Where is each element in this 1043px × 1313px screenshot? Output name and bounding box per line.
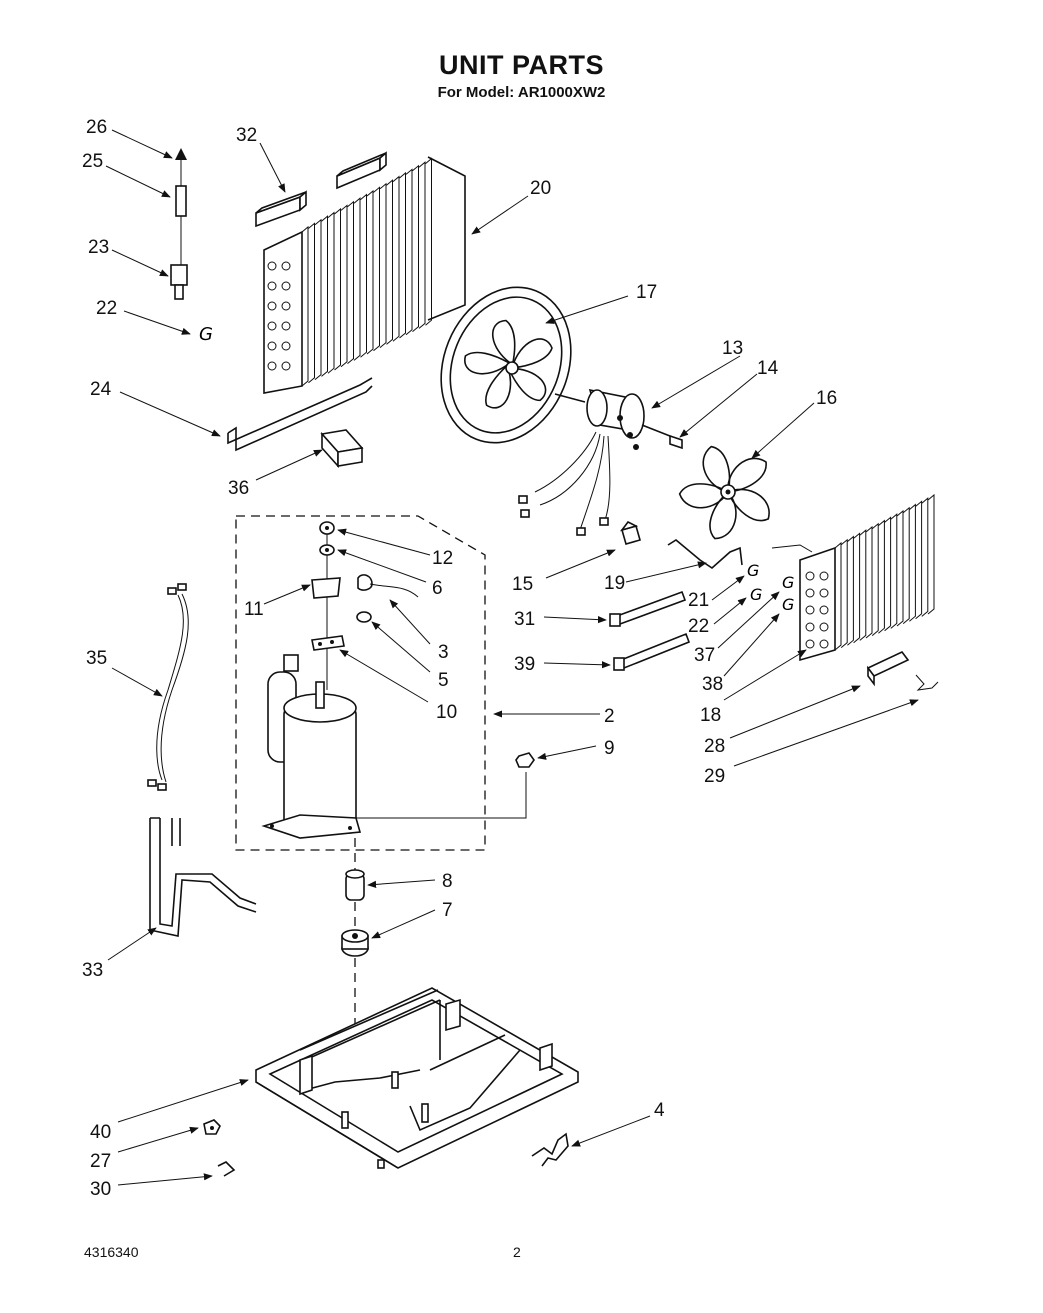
compressor-small-parts [311, 521, 419, 690]
mounting-clip-15 [619, 520, 641, 545]
label-27: 27 [90, 1151, 111, 1172]
document-number: 4316340 [84, 1244, 139, 1260]
label-22-top: 22 [96, 298, 117, 319]
label-28: 28 [704, 736, 725, 757]
label-13: 13 [722, 338, 743, 359]
drain-tube [227, 377, 373, 452]
page-number: 2 [513, 1244, 521, 1260]
label-39: 39 [514, 654, 535, 675]
label-33: 33 [82, 960, 103, 981]
label-7: 7 [442, 900, 453, 921]
label-20: 20 [530, 178, 551, 199]
label-30: 30 [90, 1179, 111, 1200]
clip-37: G [782, 573, 794, 592]
clip-21: G [747, 561, 759, 580]
label-6: 6 [432, 578, 443, 599]
cable-tie-31 [609, 590, 687, 627]
evaporator-coil [263, 156, 466, 394]
label-17: 17 [636, 282, 657, 303]
label-8: 8 [442, 871, 453, 892]
label-3: 3 [438, 642, 449, 663]
label-26: 26 [86, 117, 107, 138]
compressor-assembly-outline [235, 515, 486, 851]
clip-22-small: G [750, 585, 762, 604]
label-18: 18 [700, 705, 721, 726]
clip-22: G [199, 324, 213, 345]
spring-29 [915, 674, 939, 691]
label-14: 14 [757, 358, 779, 379]
cable-tie-39 [613, 632, 691, 671]
page-title: UNIT PARTS [439, 50, 604, 80]
compressor [261, 654, 527, 839]
label-5: 5 [438, 670, 449, 691]
leader-arrows [105, 129, 919, 1186]
condenser-coil [771, 493, 935, 662]
clip-30 [217, 1161, 236, 1177]
bracket-4 [531, 1132, 569, 1167]
screw-27 [203, 1119, 221, 1135]
label-11: 11 [244, 599, 264, 620]
label-40: 40 [90, 1122, 111, 1143]
tube-19 [667, 539, 743, 570]
label-24: 24 [90, 379, 112, 400]
label-21: 21 [688, 590, 709, 611]
fan-motor [518, 388, 683, 536]
label-15: 15 [512, 574, 533, 595]
label-2: 2 [604, 706, 615, 727]
condenser-fan-blade [678, 445, 770, 540]
label-35: 35 [86, 648, 107, 669]
label-29: 29 [704, 766, 725, 787]
label-16: 16 [816, 388, 837, 409]
blower-wheel [440, 286, 572, 444]
foam-brackets [255, 151, 387, 228]
label-32: 32 [236, 125, 257, 146]
capillary-tube-assembly [170, 148, 188, 300]
clip-38: G [782, 595, 794, 614]
label-9: 9 [604, 738, 615, 759]
base-pan [255, 987, 579, 1169]
label-23: 23 [88, 237, 109, 258]
grommet-7 [341, 929, 369, 957]
label-38: 38 [702, 674, 723, 695]
model-subtitle: For Model: AR1000XW2 [437, 84, 606, 101]
label-12: 12 [432, 548, 453, 569]
heater-tube-33 [149, 817, 257, 937]
label-31: 31 [514, 609, 535, 630]
part-28 [866, 650, 910, 687]
label-22-right: 22 [688, 616, 709, 637]
label-10: 10 [436, 702, 457, 723]
nut-9 [515, 752, 535, 768]
label-37: 37 [694, 645, 715, 666]
grommet-8 [345, 869, 365, 901]
label-19: 19 [604, 573, 625, 594]
label-4: 4 [654, 1100, 665, 1121]
label-36: 36 [228, 478, 249, 499]
wire-harness [147, 583, 189, 791]
part-number-labels: 26 25 23 22 32 20 24 36 17 13 14 16 12 6… [82, 117, 837, 1200]
foam-block [320, 429, 364, 469]
label-25: 25 [82, 151, 103, 172]
